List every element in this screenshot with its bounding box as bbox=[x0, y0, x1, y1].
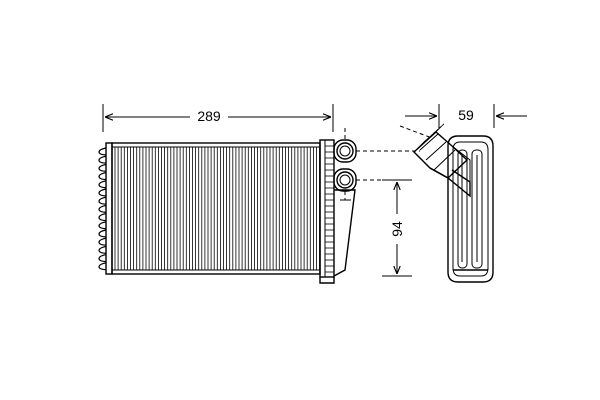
tube-loop bbox=[98, 196, 107, 205]
radiator-core-front-view bbox=[98, 128, 410, 284]
tube-loop bbox=[98, 147, 107, 156]
tube-loop bbox=[98, 204, 107, 213]
height-dimension-label: 94 bbox=[389, 221, 405, 237]
core-fins bbox=[114, 147, 321, 270]
tube-end-loops bbox=[98, 147, 107, 271]
tube-loop bbox=[98, 213, 107, 222]
depth-dimension-label: 59 bbox=[458, 107, 474, 123]
tube-loop bbox=[98, 180, 107, 189]
tube-loop bbox=[98, 262, 107, 271]
tube-loop bbox=[98, 172, 107, 181]
tube-loop bbox=[98, 237, 107, 246]
tube-loop bbox=[98, 188, 107, 197]
header-tank-ribs bbox=[325, 145, 334, 273]
depth-dimension: 59 bbox=[405, 104, 527, 128]
inlet-pipe bbox=[333, 139, 357, 163]
width-dimension: 289 bbox=[102, 104, 334, 132]
tube-loop bbox=[98, 163, 107, 172]
tube-loop bbox=[98, 155, 107, 164]
tube-loop bbox=[98, 229, 107, 238]
width-dimension-label: 289 bbox=[197, 108, 221, 124]
outlet-pipe bbox=[333, 168, 357, 192]
stub-rib bbox=[433, 123, 445, 135]
tube-loop bbox=[98, 254, 107, 263]
height-dimension: 94 bbox=[382, 179, 412, 277]
radiator-side-view bbox=[398, 123, 494, 283]
tube-loop bbox=[98, 221, 107, 230]
tube-loop bbox=[98, 245, 107, 254]
